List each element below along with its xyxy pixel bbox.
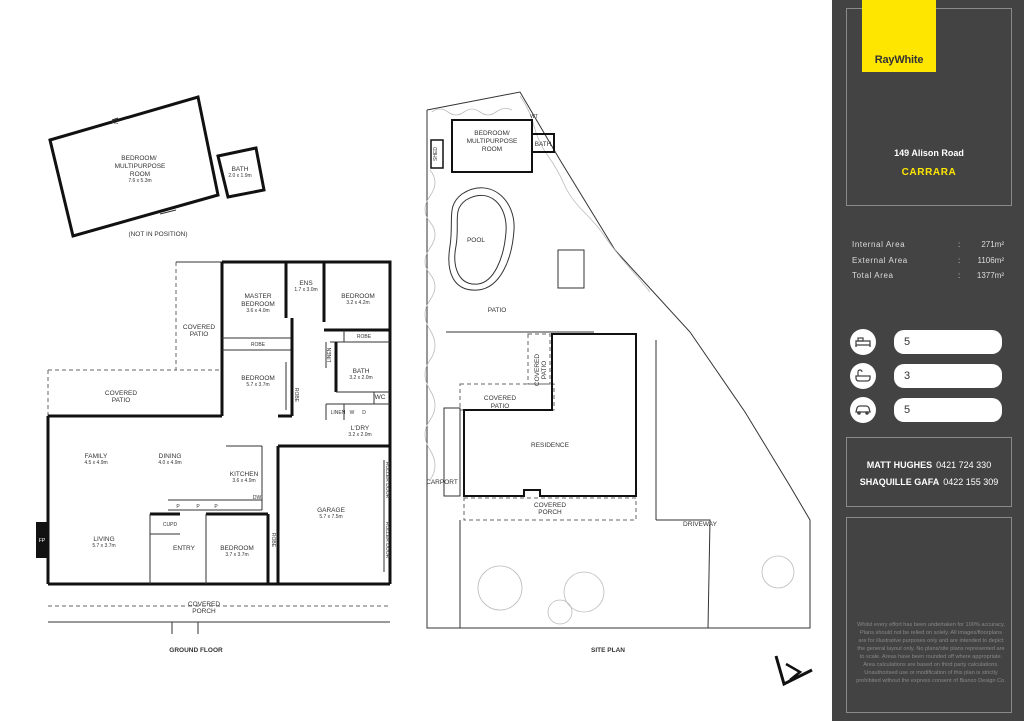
plan-label: DW (253, 495, 262, 501)
plan-label: DINING (159, 453, 182, 460)
plan-label: WT (530, 114, 538, 120)
plan-label: 3.2 x 4.2m (346, 300, 369, 306)
plan-label: ROBE (270, 533, 276, 548)
plan-label: RESIDENCE (531, 442, 570, 449)
north-arrow-icon (774, 655, 813, 687)
floor-plan-drawing: AC BEDROOM/ MULTIPURPOSE ROOM 7.6 x 5.3m… (36, 91, 813, 687)
room-dim: 2.0 x 1.9m (228, 173, 251, 179)
agent-phone[interactable]: 0421 724 330 (936, 460, 992, 470)
address-line: 149 Alison Road (894, 148, 964, 158)
parking-count: 5 (894, 398, 1002, 422)
agent-phone[interactable]: 0422 155 309 (943, 477, 999, 487)
plan-label: COVERED (188, 601, 220, 608)
plan-label: BEDROOM (341, 293, 375, 300)
room-label: MULTIPURPOSE (115, 163, 166, 170)
disclaimer-box (846, 517, 1012, 713)
plan-label: PATIO (190, 331, 209, 338)
plan-label: LIVING (93, 536, 114, 543)
info-panel (832, 0, 1024, 721)
room-label: BATH (232, 166, 249, 173)
plan-label: 3.2 x 2.0m (348, 432, 371, 438)
plan-label: COVERED (484, 395, 516, 402)
plan-label: W (350, 410, 355, 416)
bed-icon (850, 329, 876, 355)
plan-label: CARPORT (426, 479, 458, 486)
plan-label: BEDROOM (241, 375, 275, 382)
plan-label: DRIVEWAY (683, 521, 718, 528)
ac-label: AC (112, 120, 119, 126)
plan-label: 5.7 x 3.7m (92, 543, 115, 549)
main-house: MASTER BEDROOM 3.6 x 4.0m ENS 1.7 x 3.0m… (36, 260, 392, 654)
brand-logo: RayWhite (862, 0, 936, 72)
plan-label: PATIO (491, 403, 510, 410)
plan-label: BEDROOM/ (474, 130, 510, 137)
plan-label: PORCH (192, 608, 216, 615)
plan-label: BEDROOM (241, 301, 275, 308)
plan-label: SHED (433, 147, 439, 161)
plan-label: PATIO (488, 307, 507, 314)
plan-label: ROBE (293, 388, 299, 403)
plan-label: 4.0 x 4.9m (158, 460, 181, 466)
plan-label: P (214, 504, 218, 510)
plan-label: 5.7 x 7.5m (319, 514, 342, 520)
plan-label: ROLLER DOOR (384, 462, 390, 499)
plan-label: D (362, 410, 366, 416)
plan-label: P (176, 504, 180, 510)
plan-label: 3.6 x 4.9m (232, 478, 255, 484)
note-label: (NOT IN POSITION) (128, 231, 187, 238)
plan-label: COVERED (105, 390, 137, 397)
plan-label: COVERED (183, 324, 215, 331)
plan-label: PORCH (538, 509, 562, 516)
car-icon (850, 397, 876, 423)
agents-box (846, 437, 1012, 507)
plan-label: ROBE (251, 342, 266, 348)
room-label: ROOM (130, 171, 150, 178)
plan-label: GARAGE (317, 507, 345, 514)
plan-label: MULTIPURPOSE (467, 138, 518, 145)
bath-icon (850, 363, 876, 389)
plan-label: MASTER (244, 293, 271, 300)
plan-label: 3.2 x 2.0m (349, 375, 372, 381)
plan-label: 3.7 x 3.7m (225, 552, 248, 558)
plan-label: ROBE (357, 334, 372, 340)
plan-label: PATIO (112, 397, 131, 404)
plan-label: 3.6 x 4.0m (246, 308, 269, 314)
plan-label: LINEN (331, 410, 346, 416)
plan-label: COVERED (534, 502, 566, 509)
plan-label: WC (375, 394, 386, 401)
plan-label: 5.7 x 3.7m (246, 382, 269, 388)
site-caption: SITE PLAN (591, 647, 625, 654)
floor-caption: GROUND FLOOR (169, 647, 223, 654)
plan-label: ENTRY (173, 545, 196, 552)
disclaimer-text: Whilst every effort has been undertaken … (856, 622, 1006, 684)
plan-label: FAMILY (85, 453, 108, 460)
plan-label: BATH (353, 368, 370, 375)
room-label: BEDROOM/ (121, 155, 157, 162)
plan-label: ROLLER DOOR (384, 522, 390, 559)
plan-label: BATH (535, 141, 552, 148)
plan-label: KITCHEN (230, 471, 259, 478)
plan-label: 4.5 x 4.9m (84, 460, 107, 466)
plan-label: COVERED (534, 354, 541, 386)
plan-label: 1.7 x 3.0m (294, 287, 317, 293)
site-plan: BEDROOM/ MULTIPURPOSE ROOM BATH SHED WT … (424, 91, 811, 654)
bathrooms-count: 3 (894, 364, 1002, 388)
plan-label: CUPD (163, 522, 178, 528)
plan-label: BEDROOM (220, 545, 254, 552)
detached-building: AC BEDROOM/ MULTIPURPOSE ROOM 7.6 x 5.3m… (48, 95, 266, 238)
bedrooms-count: 5 (894, 330, 1002, 354)
suburb-line: CARRARA (901, 167, 957, 178)
plan-label: POOL (467, 237, 485, 244)
room-dim: 7.6 x 5.3m (128, 178, 151, 184)
plan-label: LINEN (327, 347, 333, 362)
plan-label: P (196, 504, 200, 510)
plan-label: ENS (299, 280, 313, 287)
plan-label: FP (39, 538, 46, 544)
plan-label: ROOM (482, 146, 502, 153)
plan-label: L'DRY (351, 425, 370, 432)
plan-label: PATIO (541, 361, 548, 380)
